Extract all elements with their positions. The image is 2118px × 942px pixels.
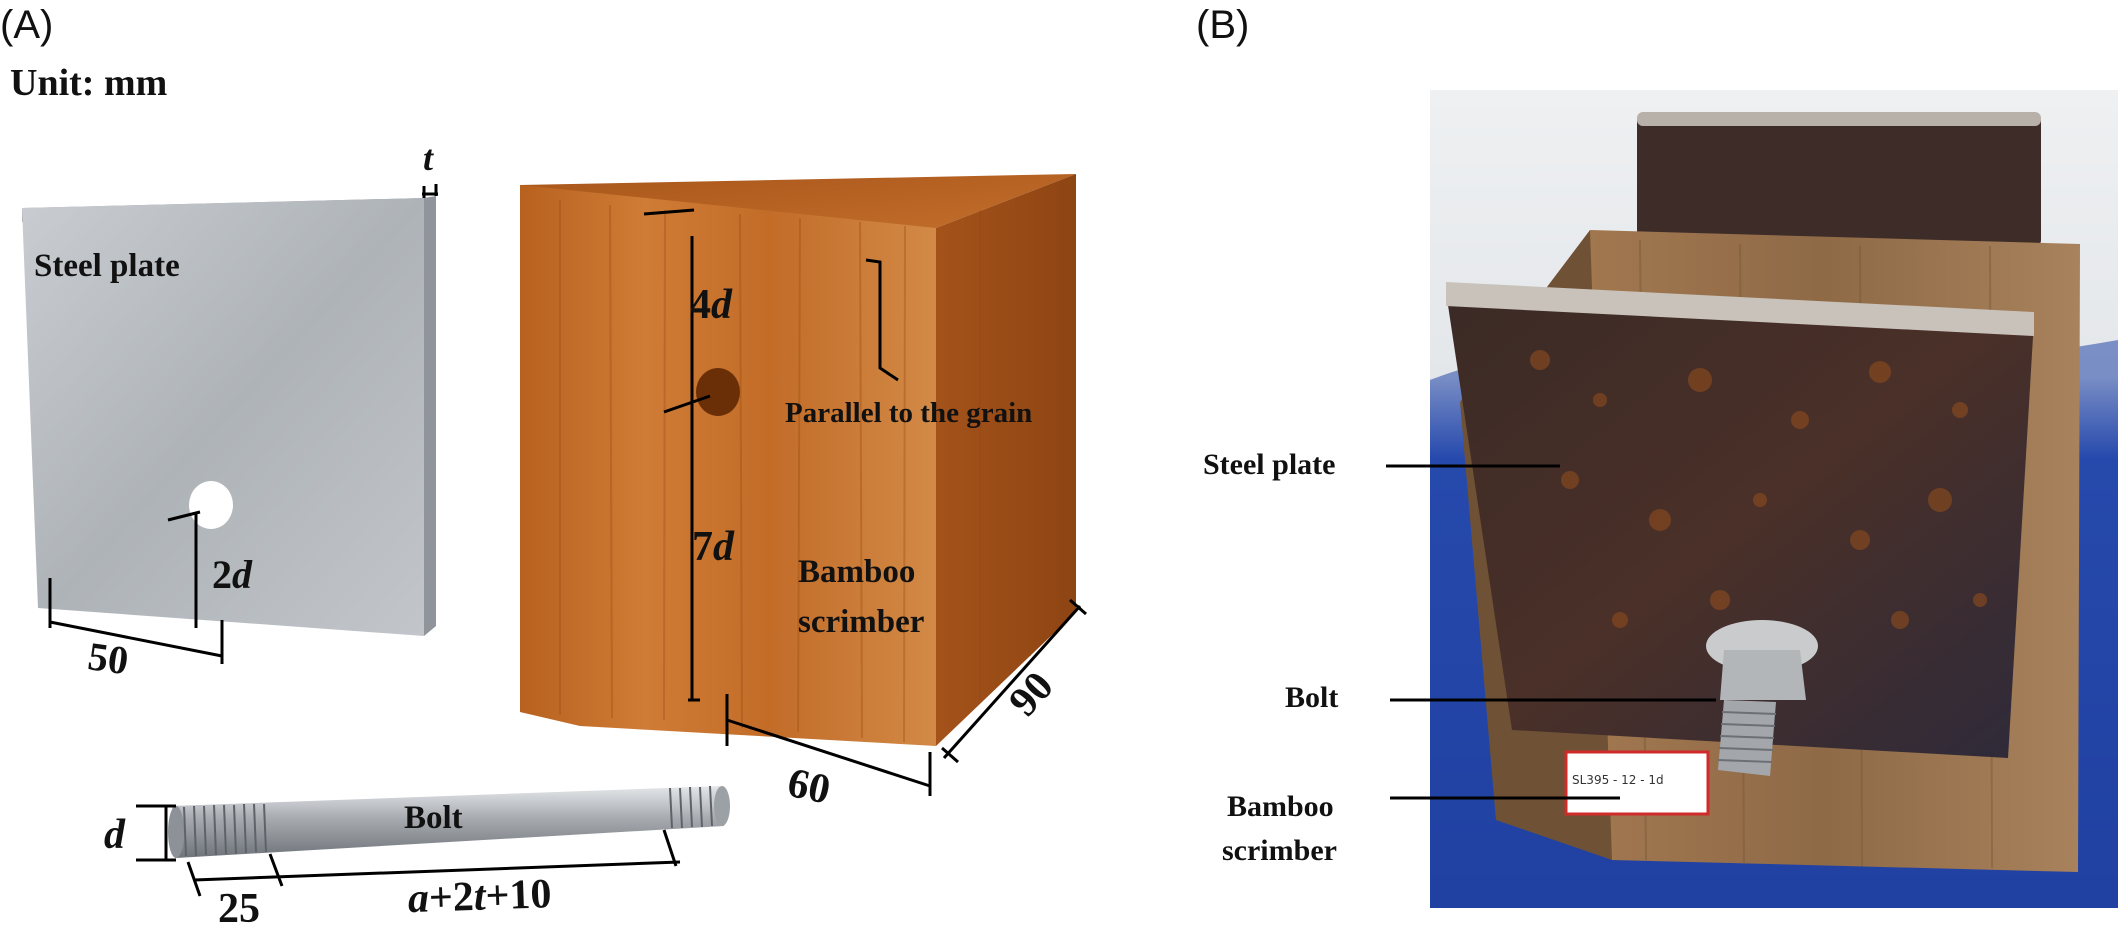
photo-nut (1720, 650, 1806, 700)
steel-plate-label: Steel plate (34, 248, 180, 284)
steel-plate-hole (189, 481, 233, 529)
bamboo-bottom-distance-dim: 7d (692, 524, 735, 570)
panel-a: (A) Unit: mm Steel plate t 2d 50 (0, 3, 1087, 932)
specimen-photo: SL395 - 12 - 1d (1430, 90, 2118, 908)
bamboo-block-side-face (936, 174, 1076, 746)
bolt-drawing: Bolt d 25 a+2t+10 (104, 785, 730, 932)
front-steel-plate (1446, 292, 2034, 758)
grain-direction-label: Parallel to the grain (785, 397, 1032, 429)
bamboo-block-bolt-hole (696, 368, 740, 416)
back-steel-plate (1637, 112, 2041, 248)
bamboo-width-dim: 60 (783, 760, 834, 814)
callout-bolt: Bolt (1285, 681, 1338, 714)
unit-label: Unit: mm (10, 62, 167, 104)
steel-plate-side-edge (424, 196, 436, 636)
callout-bamboo-line2: scrimber (1222, 834, 1337, 867)
panel-a-label: (A) (0, 3, 53, 47)
steel-plate-width-dim: 50 (85, 633, 131, 683)
bolt-body (172, 786, 724, 858)
bamboo-block-front-face (520, 185, 936, 746)
bolt-thread-icon (183, 785, 713, 857)
steel-plate-face (22, 198, 424, 636)
bolt-length-dim: a+2t+10 (407, 871, 552, 922)
hole-distance-dim: 2d (212, 552, 253, 597)
panel-b: (B) (1196, 3, 2118, 908)
bolt-diameter-dim: d (104, 812, 126, 858)
callout-bamboo-line1: Bamboo (1227, 790, 1334, 823)
bamboo-block-drawing: 4d 7d Parallel to the grain Bamboo scrim… (520, 174, 1087, 814)
bamboo-top-distance-dim: 4d (690, 282, 733, 328)
bamboo-label-line2: scrimber (798, 604, 924, 640)
bamboo-label-line1: Bamboo (798, 554, 915, 590)
panel-b-label: (B) (1196, 3, 1249, 47)
specimen-tag-text: SL395 - 12 - 1d (1572, 773, 1664, 787)
bolt-label: Bolt (404, 800, 463, 836)
grain-direction-icon (865, 258, 899, 382)
steel-plate-drawing: Steel plate t 2d 50 (22, 138, 438, 683)
specimen-tag (1564, 750, 1710, 816)
bolt-thread-length-dim: 25 (218, 886, 260, 932)
callout-steel-plate: Steel plate (1203, 448, 1335, 481)
steel-plate-thickness-dim: t (423, 138, 434, 178)
